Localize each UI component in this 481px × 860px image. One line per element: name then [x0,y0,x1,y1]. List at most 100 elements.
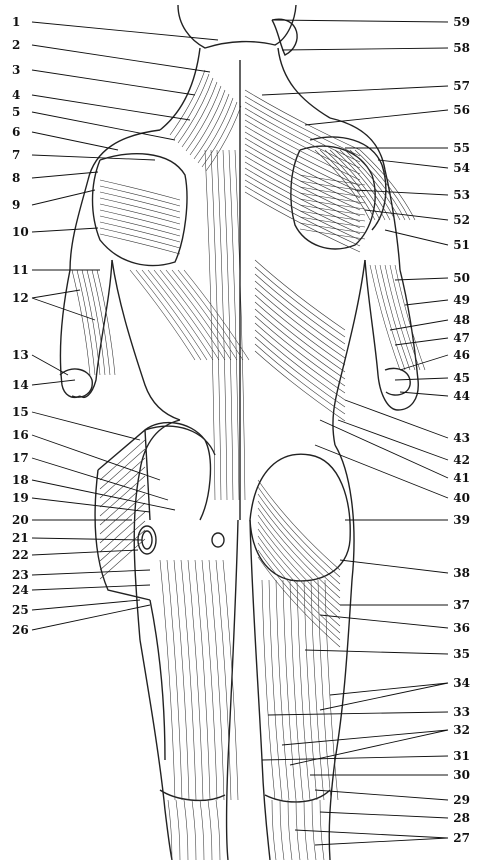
label-numbers: 1234567891011121314151617181920212223242… [12,15,470,845]
label-right: 58 [453,41,470,55]
fiber-stroke [380,265,410,370]
fiber-stroke [184,800,188,860]
label-left: 12 [12,291,29,305]
infraspinatus-right-fibers [300,175,365,239]
fiber-stroke [255,260,345,330]
label-right: 59 [453,15,470,29]
fiber-stroke [272,800,276,860]
fiber-stroke [245,180,360,240]
label-right: 53 [453,188,470,202]
leader-line [262,86,448,95]
leader-line [305,110,448,125]
label-right: 52 [453,213,470,227]
label-left: 15 [12,405,29,419]
upper-arm-right-fibers [370,265,425,370]
label-right: 31 [453,749,470,763]
fiber-stroke [375,265,405,370]
fiber-stroke [178,78,213,143]
leader-line [390,320,448,330]
label-right: 54 [453,161,470,175]
elbow-right-outline [385,368,410,395]
label-left: 24 [12,583,29,597]
leader-line [262,756,448,760]
leader-line [395,378,448,380]
fiber-stroke [136,270,201,360]
label-right: 32 [453,723,470,737]
fiber-stroke [245,96,360,156]
leader-line [32,480,175,510]
scapula-left-outline [93,154,187,266]
fiber-stroke [200,800,204,860]
label-left: 22 [12,548,29,562]
fiber-stroke [245,150,360,210]
fiber-stroke [245,132,360,192]
fiber-stroke [255,288,345,358]
label-right: 33 [453,705,470,719]
label-left: 10 [12,225,29,239]
leader-line [32,600,140,610]
cut-flap-top-outline [145,426,215,455]
fiber-stroke [290,580,303,800]
fiber-stroke [255,267,345,337]
fiber-stroke [100,210,180,230]
fiber-stroke [182,82,217,147]
fiber-stroke [269,580,282,800]
fiber-stroke [100,440,145,480]
label-right: 57 [453,79,470,93]
label-left: 25 [12,603,29,617]
upper-arm-left-fibers [72,270,115,375]
fiber-stroke [304,580,317,800]
leader-line [32,155,155,160]
fiber-stroke [100,228,180,248]
fiber-stroke [100,198,180,218]
fiber-stroke [245,174,360,234]
leader-line [305,650,448,654]
fiber-stroke [186,86,221,151]
fiber-stroke [100,222,180,242]
leader-line [32,585,150,590]
fiber-stroke [304,800,308,860]
left-arm-outer-outline [60,270,80,397]
right-torso-outline [333,260,365,445]
leader-line [395,278,448,280]
label-right: 45 [453,371,470,385]
right-leg-inner-outline [250,520,270,860]
fiber-stroke [255,330,345,400]
leader-line [290,730,448,765]
fiber-stroke [280,800,284,860]
label-right: 51 [453,238,470,252]
leader-line [295,830,448,838]
head-outline [178,5,296,48]
fiber-stroke [245,90,360,150]
fiber-stroke [385,265,415,370]
label-left: 16 [12,428,29,442]
fiber-stroke [100,180,180,200]
label-right: 43 [453,431,470,445]
label-left: 14 [12,378,29,392]
fiber-stroke [202,102,237,167]
fiber-stroke [255,344,345,414]
leader-line [282,48,448,50]
leader-line [32,190,95,205]
lower-left-thigh-outline [150,600,165,760]
latissimus-right-fibers [255,260,345,421]
leader-line [338,420,448,460]
leader-line [272,20,448,22]
label-right: 36 [453,621,470,635]
fiber-stroke [176,800,180,860]
fiber-stroke [245,192,360,252]
leader-line [32,435,160,480]
fiber-stroke [194,94,229,159]
fiber-stroke [262,580,275,800]
label-left: 3 [12,63,20,77]
fiber-stroke [216,800,220,860]
leader-line [32,45,210,72]
fiber-stroke [192,800,196,860]
fiber-stroke [100,204,180,224]
left-shoulder-outline [70,130,160,270]
label-left: 11 [12,263,29,277]
fiber-stroke [245,162,360,222]
fiber-stroke [325,580,338,800]
posterior-body-outline [60,5,418,860]
